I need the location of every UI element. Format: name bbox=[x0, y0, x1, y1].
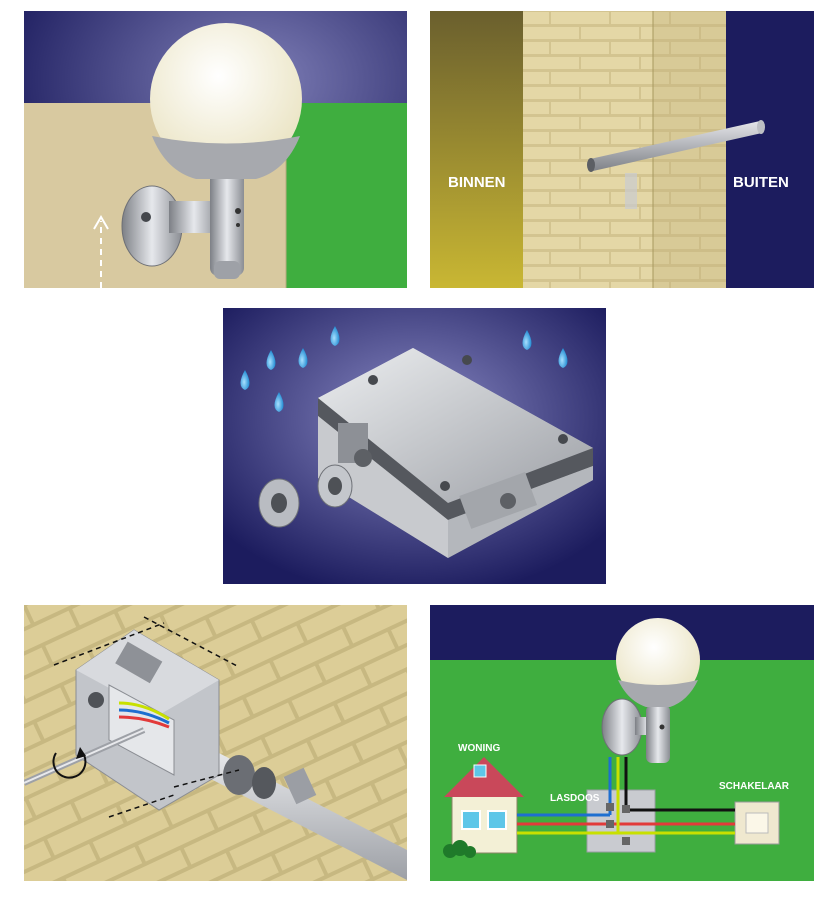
lamp-mounting-illustration bbox=[24, 11, 407, 288]
wall-passage-illustration bbox=[430, 11, 814, 288]
box-on-wall-illustration bbox=[24, 605, 407, 881]
label-lasdoos: LASDOOS bbox=[550, 793, 599, 804]
panel-wall-passage: BINNEN BUITEN bbox=[430, 11, 814, 288]
panel-junction-box bbox=[223, 308, 606, 584]
panel-wiring-scheme: WONING LASDOOS SCHAKELAAR bbox=[430, 605, 814, 881]
panel-lamp-mounting bbox=[24, 11, 407, 288]
label-woning: WONING bbox=[458, 743, 500, 754]
label-buiten: BUITEN bbox=[733, 174, 789, 191]
label-binnen: BINNEN bbox=[448, 174, 506, 191]
junction-box-illustration bbox=[223, 308, 606, 584]
panel-box-on-wall bbox=[24, 605, 407, 881]
label-schakelaar: SCHAKELAAR bbox=[719, 781, 789, 792]
